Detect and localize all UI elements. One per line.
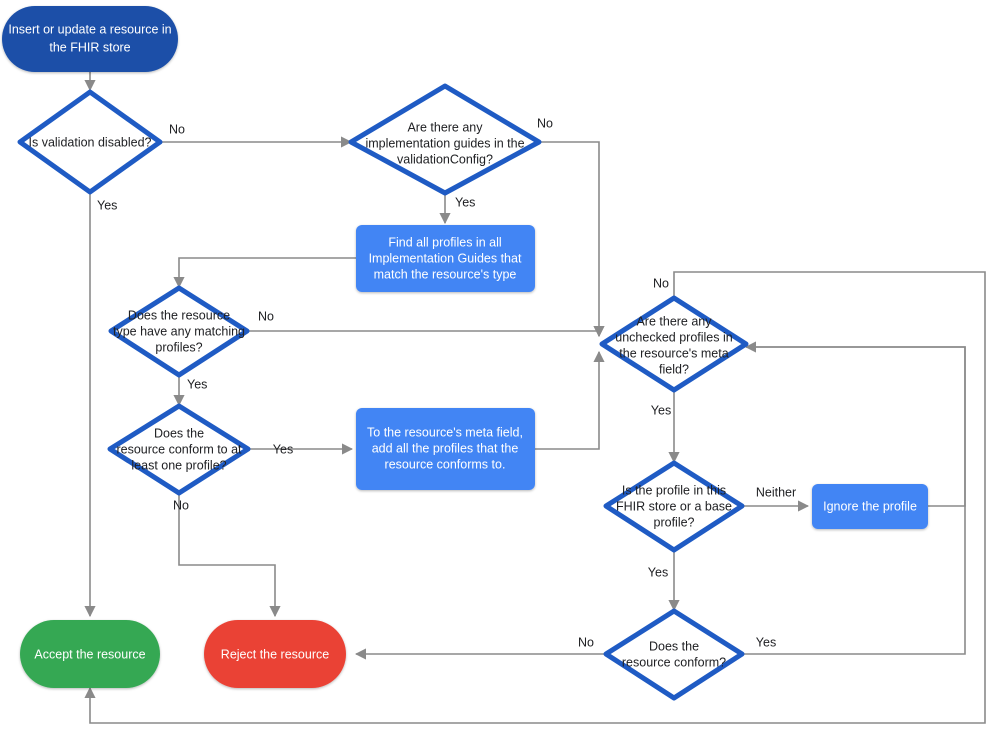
validation-disabled-label: Is validation disabled? (29, 135, 152, 149)
node-validation-disabled[interactable]: Is validation disabled? (17, 89, 163, 195)
validation-disabled-shape (17, 89, 163, 195)
conform-one-profile-label-line3: least one profile? (131, 458, 226, 472)
start-label-line2: the FHIR store (49, 40, 130, 54)
profile-in-store-shape (603, 460, 745, 553)
resource-conform-label-line1: Does the (649, 639, 699, 653)
profile-in-store-label-line2: FHIR store or a base (616, 499, 732, 513)
edge-label-conform-yes: Yes (756, 635, 776, 649)
matching-profiles-label-line3: profiles? (155, 340, 202, 354)
find-profiles-label-line2: Implementation Guides that (369, 251, 522, 265)
implementation-guides-label-line2: implementation guides in the (365, 136, 524, 150)
implementation-guides-label-line3: validationConfig? (397, 152, 493, 166)
edge-label-validation-yes: Yes (97, 198, 117, 212)
edge-add-meta-to-unchecked (535, 350, 605, 450)
edge-label-validation-no: No (169, 122, 185, 136)
edge-label-unchecked-yes: Yes (651, 403, 671, 417)
unchecked-profiles-label-line3: the resource's meta (619, 346, 728, 360)
node-accept[interactable]: Accept the resource (20, 620, 160, 688)
edges-layer (84, 72, 986, 724)
unchecked-profiles-label-line2: unchecked profiles in (615, 330, 732, 344)
node-start[interactable]: Insert or update a resource in the FHIR … (2, 6, 178, 72)
resource-conform-label-line2: resource conform? (622, 655, 726, 669)
edge-label-matching-no: No (258, 309, 274, 323)
unchecked-profiles-label-line4: field? (659, 362, 689, 376)
accept-shape (20, 620, 160, 688)
implementation-guides-label-line1: Are there any (407, 120, 483, 134)
edge-label-conform-one-no: No (173, 498, 189, 512)
node-unchecked-profiles[interactable]: Are there any unchecked profiles in the … (599, 295, 749, 393)
add-profiles-meta-shape (356, 408, 535, 490)
node-conform-one-profile[interactable]: Does the resource conform to at least on… (107, 403, 251, 496)
reject-shape (204, 620, 346, 688)
find-profiles-label-line3: match the resource's type (374, 267, 517, 281)
ignore-profile-shape (812, 484, 928, 529)
matching-profiles-label-line2: type have any matching (113, 324, 245, 338)
resource-conform-shape (603, 608, 745, 701)
unchecked-profiles-label-line1: Are there any (636, 314, 712, 328)
edge-label-profile-yes: Yes (648, 565, 668, 579)
edge-label-guides-no: No (537, 116, 553, 130)
node-resource-conform[interactable]: Does the resource conform? (603, 608, 745, 701)
accept-label: Accept the resource (34, 647, 145, 661)
edge-label-profile-neither: Neither (756, 485, 796, 499)
edge-unchecked-no-to-accept (84, 271, 986, 724)
add-profiles-meta-label-line3: resource conforms to. (385, 457, 506, 471)
edge-label-guides-yes: Yes (455, 195, 475, 209)
node-add-profiles-meta[interactable]: To the resource's meta field, add all th… (356, 408, 535, 490)
edge-matching-no (247, 325, 605, 338)
edge-label-unchecked-no: No (653, 276, 669, 290)
start-label-line1: Insert or update a resource in (8, 22, 171, 36)
conform-one-profile-label-line2: resource conform to at (116, 442, 242, 456)
edge-ignore-loop-back (744, 341, 966, 507)
matching-profiles-shape (108, 285, 250, 378)
start-shape (2, 6, 178, 72)
find-profiles-shape (356, 225, 535, 292)
node-ignore-profile[interactable]: Ignore the profile (812, 484, 928, 529)
node-profile-in-store[interactable]: Is the profile in this FHIR store or a b… (603, 460, 745, 553)
edge-label-conform-no: No (578, 635, 594, 649)
edge-labels-layer: No Yes No Yes No Yes Yes No No Yes Neith… (97, 116, 796, 649)
add-profiles-meta-label-line1: To the resource's meta field, (367, 425, 523, 439)
node-implementation-guides[interactable]: Are there any implementation guides in t… (348, 83, 542, 196)
reject-label: Reject the resource (221, 647, 329, 661)
implementation-guides-shape (348, 83, 542, 196)
conform-one-profile-label-line1: Does the (154, 426, 204, 440)
edge-label-conform-one-yes: Yes (273, 442, 293, 456)
conform-one-profile-shape (107, 403, 251, 496)
edge-guides-no (539, 141, 605, 338)
node-matching-profiles[interactable]: Does the resource type have any matching… (108, 285, 250, 378)
node-reject[interactable]: Reject the resource (204, 620, 346, 688)
edge-find-profiles-to-matching (173, 257, 356, 289)
edge-conform-yes-loop-back (742, 346, 966, 655)
add-profiles-meta-label-line2: add all the profiles that the (372, 441, 519, 455)
ignore-profile-label: Ignore the profile (823, 499, 917, 513)
node-find-profiles[interactable]: Find all profiles in all Implementation … (356, 225, 535, 292)
unchecked-profiles-shape (599, 295, 749, 393)
profile-in-store-label-line1: Is the profile in this (622, 483, 726, 497)
edge-label-matching-yes: Yes (187, 377, 207, 391)
edge-conform-one-no-to-reject (178, 494, 281, 618)
find-profiles-label-line1: Find all profiles in all (388, 235, 501, 249)
profile-in-store-label-line3: profile? (654, 515, 695, 529)
matching-profiles-label-line1: Does the resource (128, 308, 230, 322)
